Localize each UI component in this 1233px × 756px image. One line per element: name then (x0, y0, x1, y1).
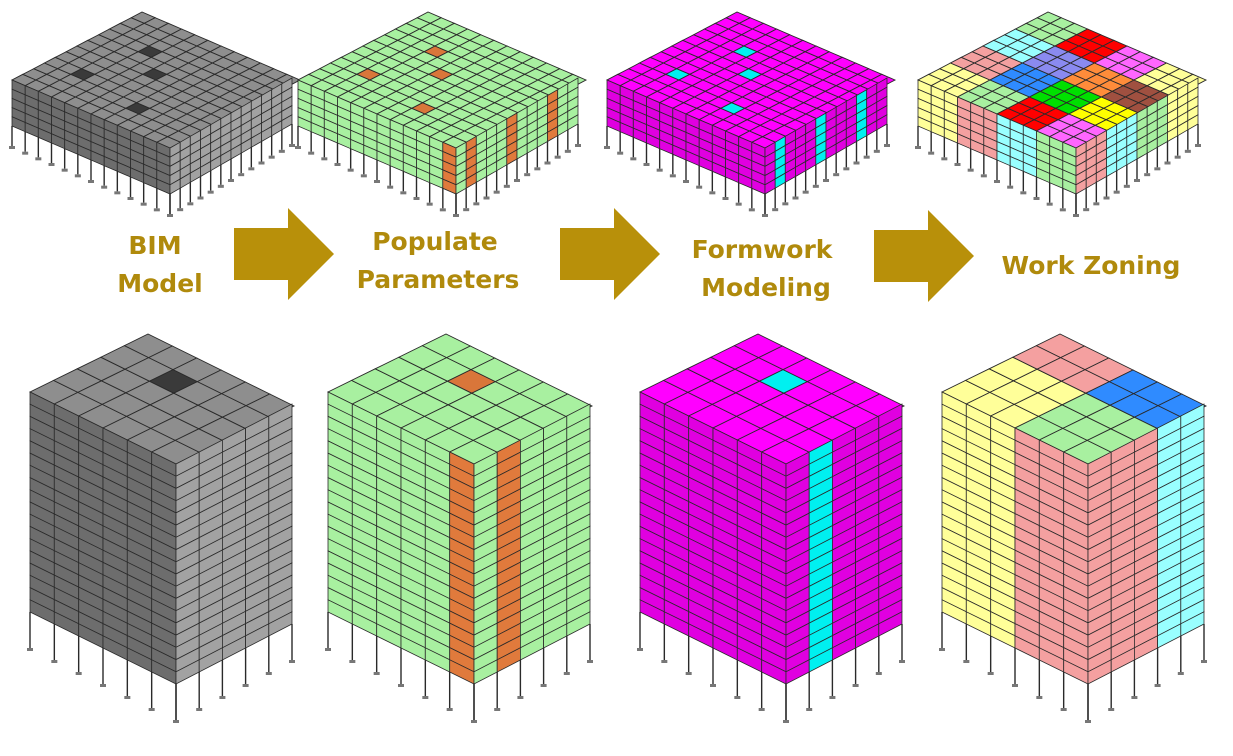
flat-building-formwork-right-face (764, 77, 888, 195)
label-zoning: Work Zoning (1002, 251, 1181, 280)
flat-building-populate (295, 11, 588, 217)
flat-building-zoning-top-face (916, 11, 1208, 149)
flat-building-zoning (915, 11, 1208, 217)
tower-building-formwork-right-face (785, 403, 903, 685)
flat-building-formwork-columns (604, 124, 890, 217)
label-populate-line-2: Parameters (357, 265, 520, 294)
tower-building-populate (325, 333, 594, 723)
flat-building-zoning-right-face (1075, 77, 1199, 195)
tower-building-zoning-right-face (1087, 403, 1205, 685)
tower-building-bim-right-face (175, 403, 293, 685)
label-bim-line-2: Model (117, 269, 202, 298)
label-bim-line-1: BIM (128, 231, 181, 260)
flat-building-row (9, 11, 1208, 217)
arrow-row (234, 208, 974, 302)
tower-building-zoning (939, 333, 1208, 723)
tower-building-zoning-columns (939, 612, 1207, 723)
flat-building-populate-columns (295, 124, 581, 217)
tower-building-zoning-top-face (940, 333, 1208, 465)
flat-building-formwork-left-face (606, 79, 766, 195)
flat-building-bim-right-face (169, 77, 293, 195)
flow-arrow-3 (874, 210, 974, 302)
flat-building-bim-columns (9, 124, 295, 217)
tower-building-populate-left-face (327, 391, 475, 685)
flat-building-bim (9, 11, 302, 217)
flat-building-bim-left-face (11, 79, 171, 195)
flat-building-formwork-top-face (605, 11, 897, 149)
tower-building-zoning-left-face (941, 391, 1089, 685)
tower-building-bim-columns (27, 612, 295, 723)
flat-building-populate-left-face (297, 79, 457, 195)
flat-building-formwork (604, 11, 897, 217)
flow-arrow-2 (560, 208, 660, 300)
tower-building-formwork-left-face (639, 391, 787, 685)
label-formwork-line-1: Formwork (692, 235, 834, 264)
flat-building-zoning-left-face (917, 79, 1077, 195)
flat-building-bim-top-face (10, 11, 302, 149)
tower-building-formwork (637, 333, 906, 723)
tower-building-bim (27, 333, 296, 723)
label-populate-line-1: Populate (372, 227, 498, 256)
flow-arrow-1 (234, 208, 334, 300)
tower-building-populate-columns (325, 612, 593, 723)
tower-building-bim-left-face (29, 391, 177, 685)
flat-building-zoning-columns (915, 124, 1201, 217)
tower-building-formwork-columns (637, 612, 905, 723)
label-formwork-line-2: Modeling (701, 273, 831, 302)
tower-building-row (27, 333, 1208, 723)
tower-building-populate-right-face (473, 403, 591, 685)
flat-building-populate-right-face (455, 77, 579, 195)
